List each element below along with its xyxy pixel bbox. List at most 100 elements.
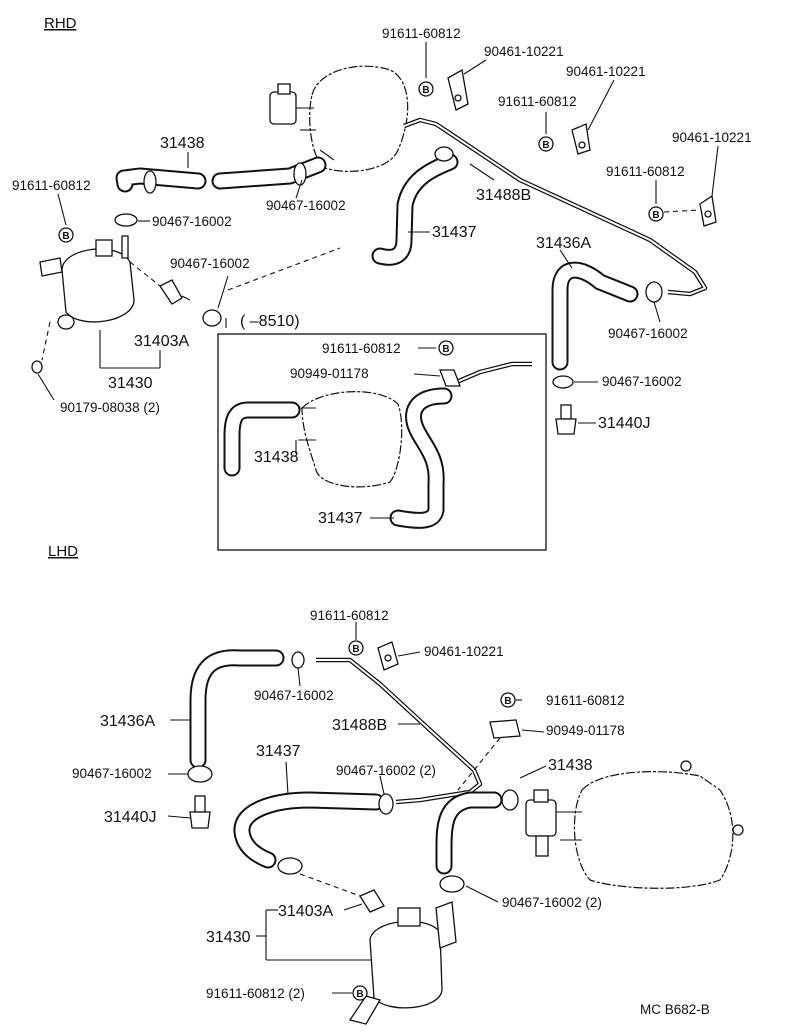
inset-range-label: ( –8510) xyxy=(240,313,300,330)
svg-text:B: B xyxy=(542,140,549,151)
label-31403a-lhd: 31403A xyxy=(278,903,333,920)
brake-booster-lhd xyxy=(525,760,744,889)
label-31436a-lhd: 31436A xyxy=(100,713,155,730)
label-91611-60812-lhd-top: 91611-60812 xyxy=(310,608,389,623)
svg-text:B: B xyxy=(352,644,359,655)
label-90461-10221-lhd: 90461-10221 xyxy=(424,644,504,659)
bracket-90949-lhd xyxy=(489,719,521,739)
clip-rhd-canister xyxy=(202,309,222,327)
label-91611-60812-rhd-right: 91611-60812 xyxy=(606,164,685,179)
label-31440j-lhd: 31440J xyxy=(104,809,157,826)
valve-31403a-rhd xyxy=(159,279,191,305)
clamp-lhd-right xyxy=(501,789,519,811)
clamp-rhd-middle xyxy=(571,123,591,155)
label-91611-60812-lhd-bottom: 91611-60812 (2) xyxy=(206,986,305,1001)
clamp-rhd-low xyxy=(552,375,574,389)
brake-booster-rhd xyxy=(269,65,409,173)
label-31403a-rhd: 31403A xyxy=(134,333,189,350)
label-91611-60812-rhd-left: 91611-60812 xyxy=(12,178,91,193)
label-31440j-rhd: 31440J xyxy=(598,415,651,432)
clip-rhd-left xyxy=(114,213,138,227)
bolt-marker-rhd-4: B xyxy=(58,227,74,243)
valve-31440j-lhd xyxy=(189,795,211,829)
bolt-marker-lhd-2: B xyxy=(500,692,516,708)
label-90467-16002-rhd-d: 90467-16002 xyxy=(608,326,688,341)
clamp-rhd-right xyxy=(699,194,717,227)
inset-frame xyxy=(217,333,547,551)
hose-31436a-rhd xyxy=(551,261,663,371)
clamp-lhd-31436a xyxy=(187,765,213,783)
hose-31437-rhd xyxy=(371,146,459,266)
inset-hose-31437 xyxy=(389,387,453,529)
svg-text:B: B xyxy=(652,210,659,221)
label-90949-01178-lhd: 90949-01178 xyxy=(546,723,625,738)
clamp-lhd-top xyxy=(291,651,305,669)
label-31437-lhd: 31437 xyxy=(256,743,301,760)
label-90467-16002-rhd-b: 90467-16002 xyxy=(152,214,232,229)
bolt-marker-rhd-1: B xyxy=(418,81,434,97)
inset-booster xyxy=(298,391,403,488)
inset-label-31437: 31437 xyxy=(318,510,363,527)
label-90179-08038-rhd: 90179-08038 (2) xyxy=(60,400,160,415)
label-90467-16002-rhd-a: 90467-16002 xyxy=(266,198,346,213)
svg-text:B: B xyxy=(442,344,449,355)
label-91611-60812-lhd-right: 91611-60812 xyxy=(546,693,625,708)
label-31430-rhd: 31430 xyxy=(108,375,153,392)
label-31436a-rhd: 31436A xyxy=(536,235,591,252)
clamp-lhd-lower-right xyxy=(439,875,465,893)
label-90467-16002-lhd-c: 90467-16002 (2) xyxy=(336,763,436,778)
inset-pipe xyxy=(451,361,532,387)
canister-31430-lhd xyxy=(348,901,457,1025)
svg-text:B: B xyxy=(356,989,363,1000)
label-31437-rhd: 31437 xyxy=(432,224,477,241)
bracket-90461-lhd xyxy=(377,641,399,671)
clamp-lhd-lower-left xyxy=(277,857,303,875)
section-label-lhd: LHD xyxy=(48,543,78,560)
label-31438-rhd: 31438 xyxy=(160,135,205,152)
hose-31438-lhd xyxy=(435,791,503,875)
label-90467-16002-lhd-a: 90467-16002 xyxy=(254,688,334,703)
label-91611-60812-rhd-mid: 91611-60812 xyxy=(498,94,577,109)
pipe-31488b-rhd xyxy=(403,117,708,297)
pipe-31488b-lhd xyxy=(316,657,483,805)
section-label-rhd: RHD xyxy=(44,15,77,32)
label-31488b-lhd: 31488B xyxy=(332,717,387,734)
label-31438-lhd: 31438 xyxy=(548,757,593,774)
inset-label-91611-60812: 91611-60812 xyxy=(322,341,401,356)
inset-label-90949-01178: 90949-01178 xyxy=(290,366,369,381)
inset-clamp xyxy=(439,369,461,387)
label-90461-10221-rhd-c: 90461-10221 xyxy=(672,130,752,145)
label-90461-10221-rhd-a: 90461-10221 xyxy=(484,44,564,59)
label-31488b-rhd: 31488B xyxy=(476,187,531,204)
label-31430-lhd: 31430 xyxy=(206,929,251,946)
bolt-marker-lhd-3: B xyxy=(352,985,368,1001)
hose-31438-rhd xyxy=(115,156,327,194)
label-90467-16002-rhd-c: 90467-16002 xyxy=(170,256,250,271)
svg-text:B: B xyxy=(62,231,69,242)
inset-hose-31438 xyxy=(223,401,301,477)
svg-text:B: B xyxy=(422,85,429,96)
label-91611-60812-rhd-top: 91611-60812 xyxy=(382,26,461,41)
bolt-marker-rhd-2: B xyxy=(538,136,554,152)
bolt-marker-rhd-3: B xyxy=(648,206,664,222)
diagram-code: MC B682-B xyxy=(640,1002,710,1017)
clamp-rhd-upper xyxy=(447,68,469,111)
valve-31440j-rhd xyxy=(555,404,577,435)
clamp-lhd-mid xyxy=(378,793,394,815)
inset-bolt-marker: B xyxy=(438,340,454,356)
inset-label-31438: 31438 xyxy=(254,449,299,466)
leaders-rhd xyxy=(37,42,719,424)
svg-text:B: B xyxy=(504,696,511,707)
canister-31430-rhd xyxy=(39,235,135,330)
hose-31437-lhd xyxy=(233,791,385,869)
label-90467-16002-lhd-d: 90467-16002 (2) xyxy=(502,895,602,910)
screw-90179 xyxy=(31,360,43,374)
label-90467-16002-lhd-b: 90467-16002 xyxy=(72,766,152,781)
bolt-marker-lhd-1: B xyxy=(348,640,364,656)
valve-31403a-lhd xyxy=(359,889,385,913)
leaders-inset xyxy=(295,347,441,519)
hose-31436a-lhd xyxy=(189,649,285,769)
label-90461-10221-rhd-b: 90461-10221 xyxy=(566,64,646,79)
leaders-lhd xyxy=(167,622,547,994)
